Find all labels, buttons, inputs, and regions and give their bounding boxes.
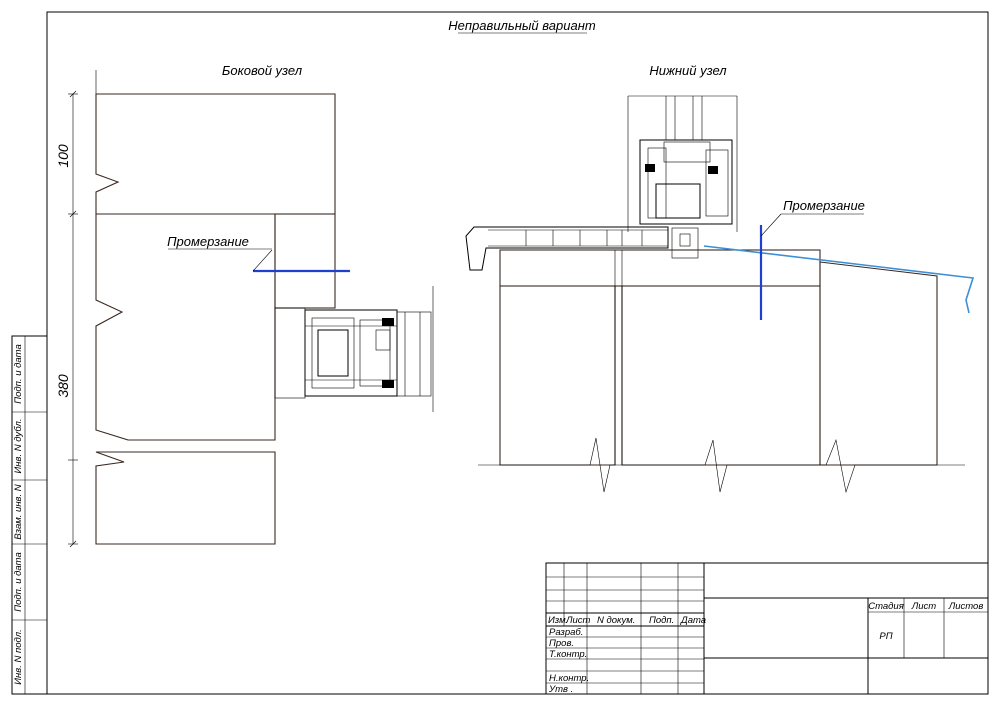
stage-value: РП [879,631,892,642]
drawing-title: Неправильный вариант [448,18,596,33]
masonry-middle [621,285,821,466]
stage-header: Стадия [868,601,904,612]
side-strip-dividers [12,411,47,621]
sheet-header: Лист [911,601,937,612]
col-header-list: Лист [565,615,591,626]
side-label-2: Инв. N дубл. [13,419,24,474]
col-header-sign: Подп. [649,615,674,626]
side-label-3: Взам. инв. N [13,484,24,539]
title-block: Изм. Лист N докум. Подп. Дата Разраб. Пр… [545,562,989,695]
break-line [478,437,965,494]
sheets-header: Листов [948,601,984,612]
insulation-under-frame [499,249,821,287]
side-label-1: Подп. и дата [13,344,24,403]
bottom-node-title: Нижний узел [649,63,727,78]
col-header-date: Дата [680,615,706,626]
masonry-inner [499,285,616,466]
role-checked: Пров. [549,638,574,649]
role-approved: Утв . [548,684,573,695]
side-label-5: Инв. N подл. [13,629,24,685]
window-sill [465,226,669,271]
col-header-izm: Изм. [548,615,568,626]
side-strip [11,335,48,695]
role-developer: Разраб. [549,627,583,638]
drawing-frame [46,11,989,695]
window-profile-side [304,286,434,412]
insulation-reveal [274,213,336,309]
freezing-label-bottom: Промерзание [783,198,865,213]
role-norm-control: Н.контр. [549,673,589,684]
side-node-title: Боковой узел [222,63,303,78]
side-node: 100 380 Промерзани [55,70,434,548]
masonry-block-main [95,213,276,441]
dimension-100: 100 [55,144,71,168]
foam-gap [274,307,306,399]
freezing-label-side: Промерзание [167,234,249,249]
side-label-4: Подп. и дата [13,552,24,611]
dimension-380: 380 [55,374,71,398]
masonry-outer-insulation [819,261,938,466]
bottom-node: Промерзание [465,95,975,494]
side-strip-labels: Подп. и дата Инв. N дубл. Взам. инв. N П… [13,344,24,685]
col-header-doc: N докум. [597,615,635,626]
role-tech-control: Т.контр. [549,649,587,660]
masonry-block-lower [95,451,276,545]
window-profile-bottom [627,95,738,259]
metal-flashing [703,245,975,314]
insulation-block-top [95,93,336,215]
